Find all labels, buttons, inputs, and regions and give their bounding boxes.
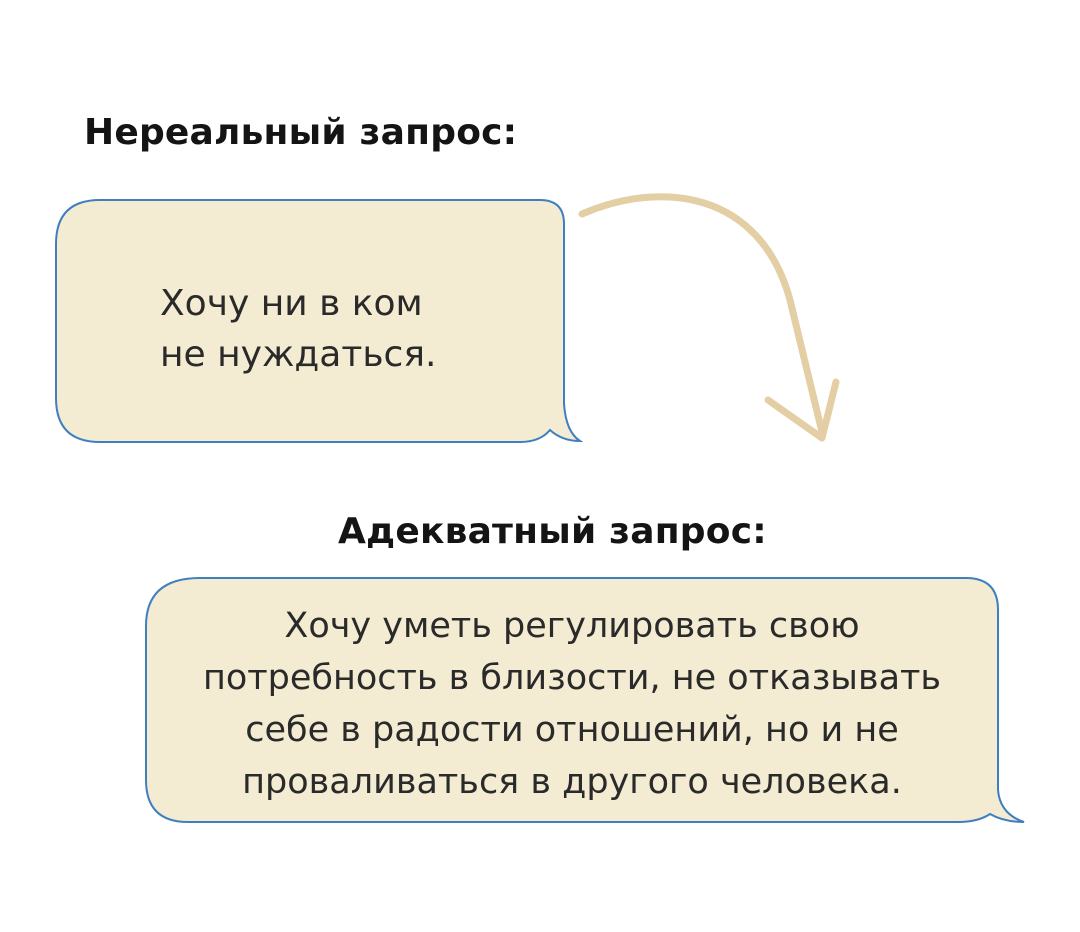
bubble-adequate-text: Хочу уметь регулировать свою потребность… bbox=[202, 606, 942, 802]
heading-unreal-request: Нереальный запрос: bbox=[84, 112, 518, 153]
bubble-unreal-shape bbox=[55, 199, 584, 443]
bubble-adequate-shape bbox=[145, 577, 1025, 823]
bubble-unreal-text: Хочу ни в ком не нуждаться. bbox=[160, 283, 437, 375]
curved-arrow-down-icon bbox=[578, 193, 840, 442]
heading-adequate-request: Адекватный запрос: bbox=[338, 511, 767, 552]
